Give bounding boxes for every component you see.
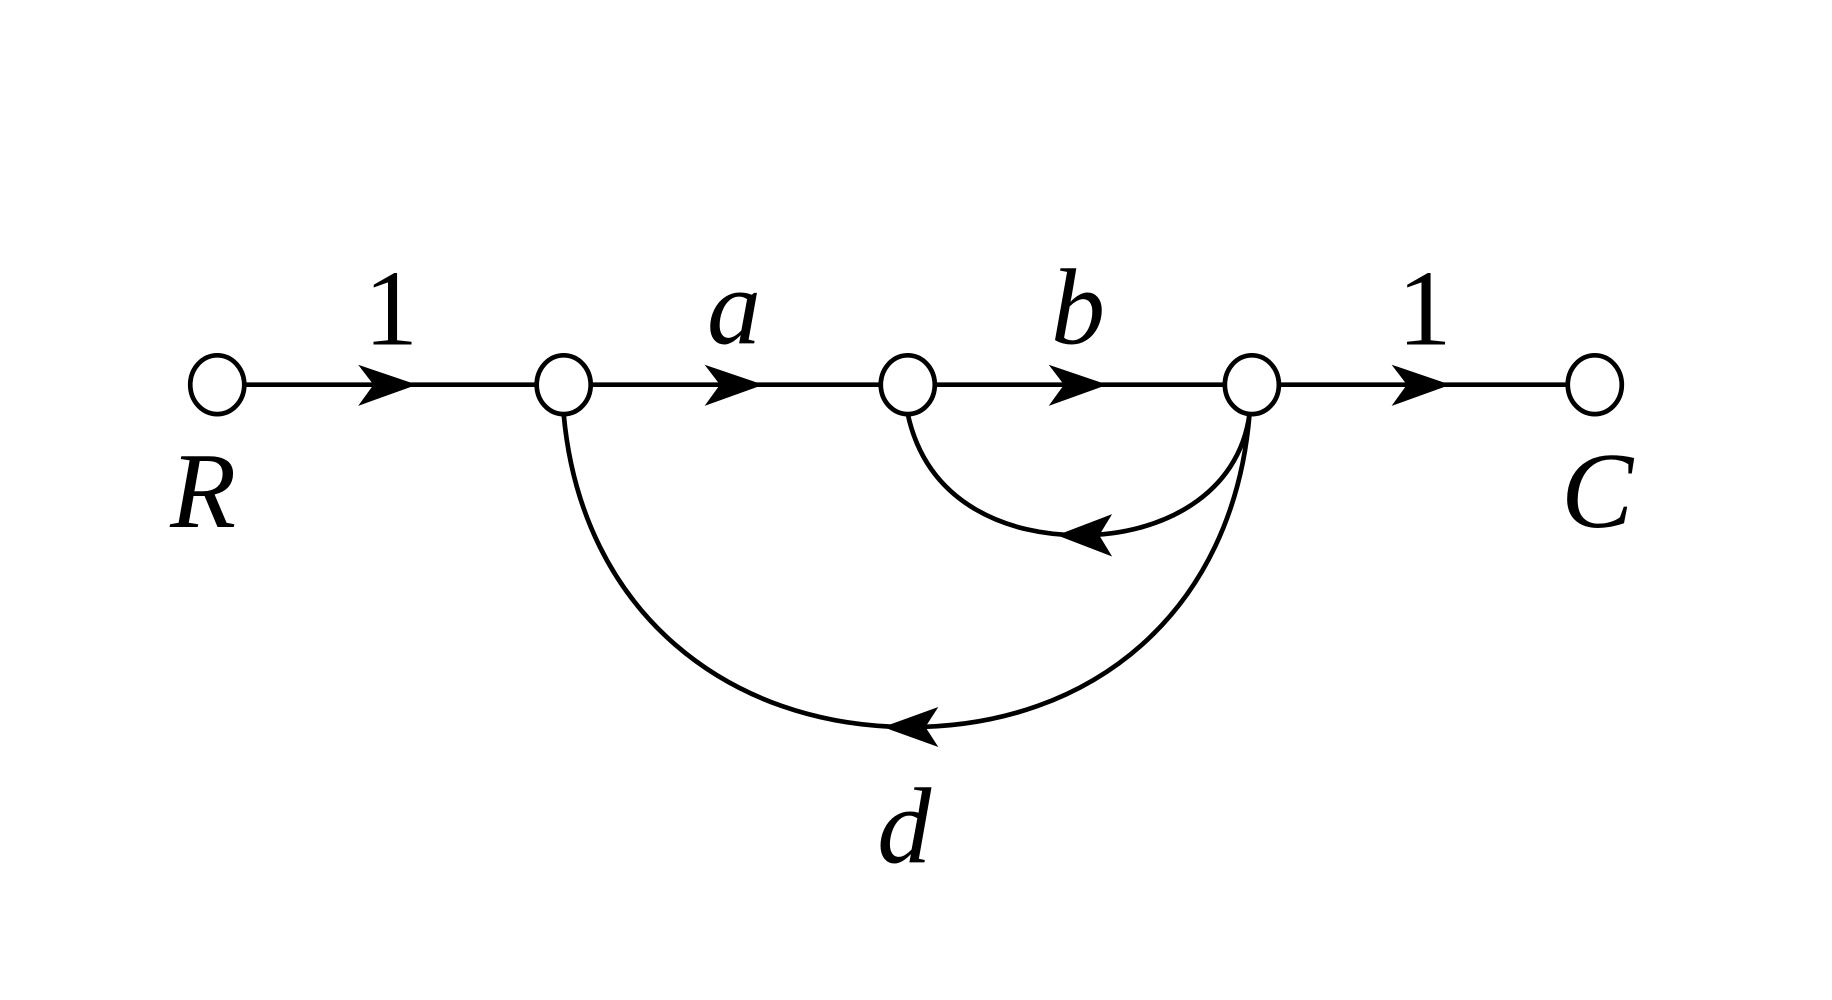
arrow-right-icon [358,364,417,406]
gain-label-b: b [1051,248,1105,367]
node-2 [534,352,594,417]
node-label-c: C [1561,432,1635,551]
gain-label-1: 1 [364,250,418,369]
gain-label-1: 1 [1397,250,1451,369]
arrow-left-icon [883,707,939,748]
arrow-left-icon [1056,514,1113,557]
arrow-right-icon [1391,364,1451,406]
edge-n4-to-n3-feedback [905,413,1252,538]
arrow-right-icon [1048,364,1108,406]
arrow-right-icon [704,364,764,406]
edge-n4-to-n2-feedback-d [561,413,1252,730]
node-label-r: R [169,432,236,551]
node-4 [1222,352,1282,417]
node-3 [878,352,938,417]
gain-label-a: a [707,248,761,367]
node-r [187,352,247,417]
gain-label-d: d [877,767,932,886]
node-c [1565,352,1625,417]
